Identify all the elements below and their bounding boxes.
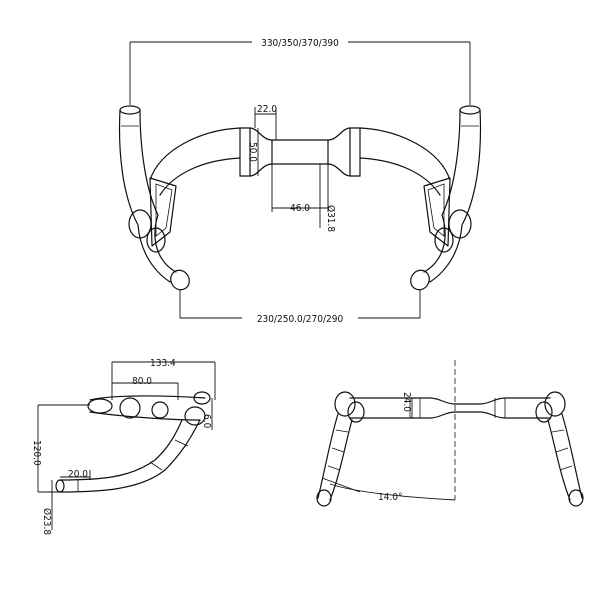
dim-top-width: 330/350/370/390 [261,38,339,49]
dim-end-length: 20.0 [68,469,88,480]
dim-rise: 6.0 [201,414,212,429]
dim-drop-width: 230/250.0/270/290 [257,314,344,325]
dim-clamp-height: 50.0 [247,142,258,162]
dim-drop: 120.0 [31,440,42,466]
dim-clamp-diameter: Ø31.8 [325,205,337,232]
dim-clamp-width: 22.0 [257,104,277,115]
dim-reach-total: 133.4 [150,358,176,369]
top-view: 24.0 14.0° [316,360,584,507]
front-view: 330/350/370/390 22.0 50.0 46.0 Ø31.8 230… [118,36,482,325]
side-view: 133.4 80.0 6.0 120.0 20.0 Ø23.8 [31,358,216,535]
dim-center-length: 46.0 [290,203,310,214]
dim-center-height: 24.0 [401,392,412,412]
dim-reach-inner: 80.0 [132,376,152,387]
dim-flare-angle: 14.0° [378,492,403,503]
dim-end-diameter: Ø23.8 [41,508,53,535]
